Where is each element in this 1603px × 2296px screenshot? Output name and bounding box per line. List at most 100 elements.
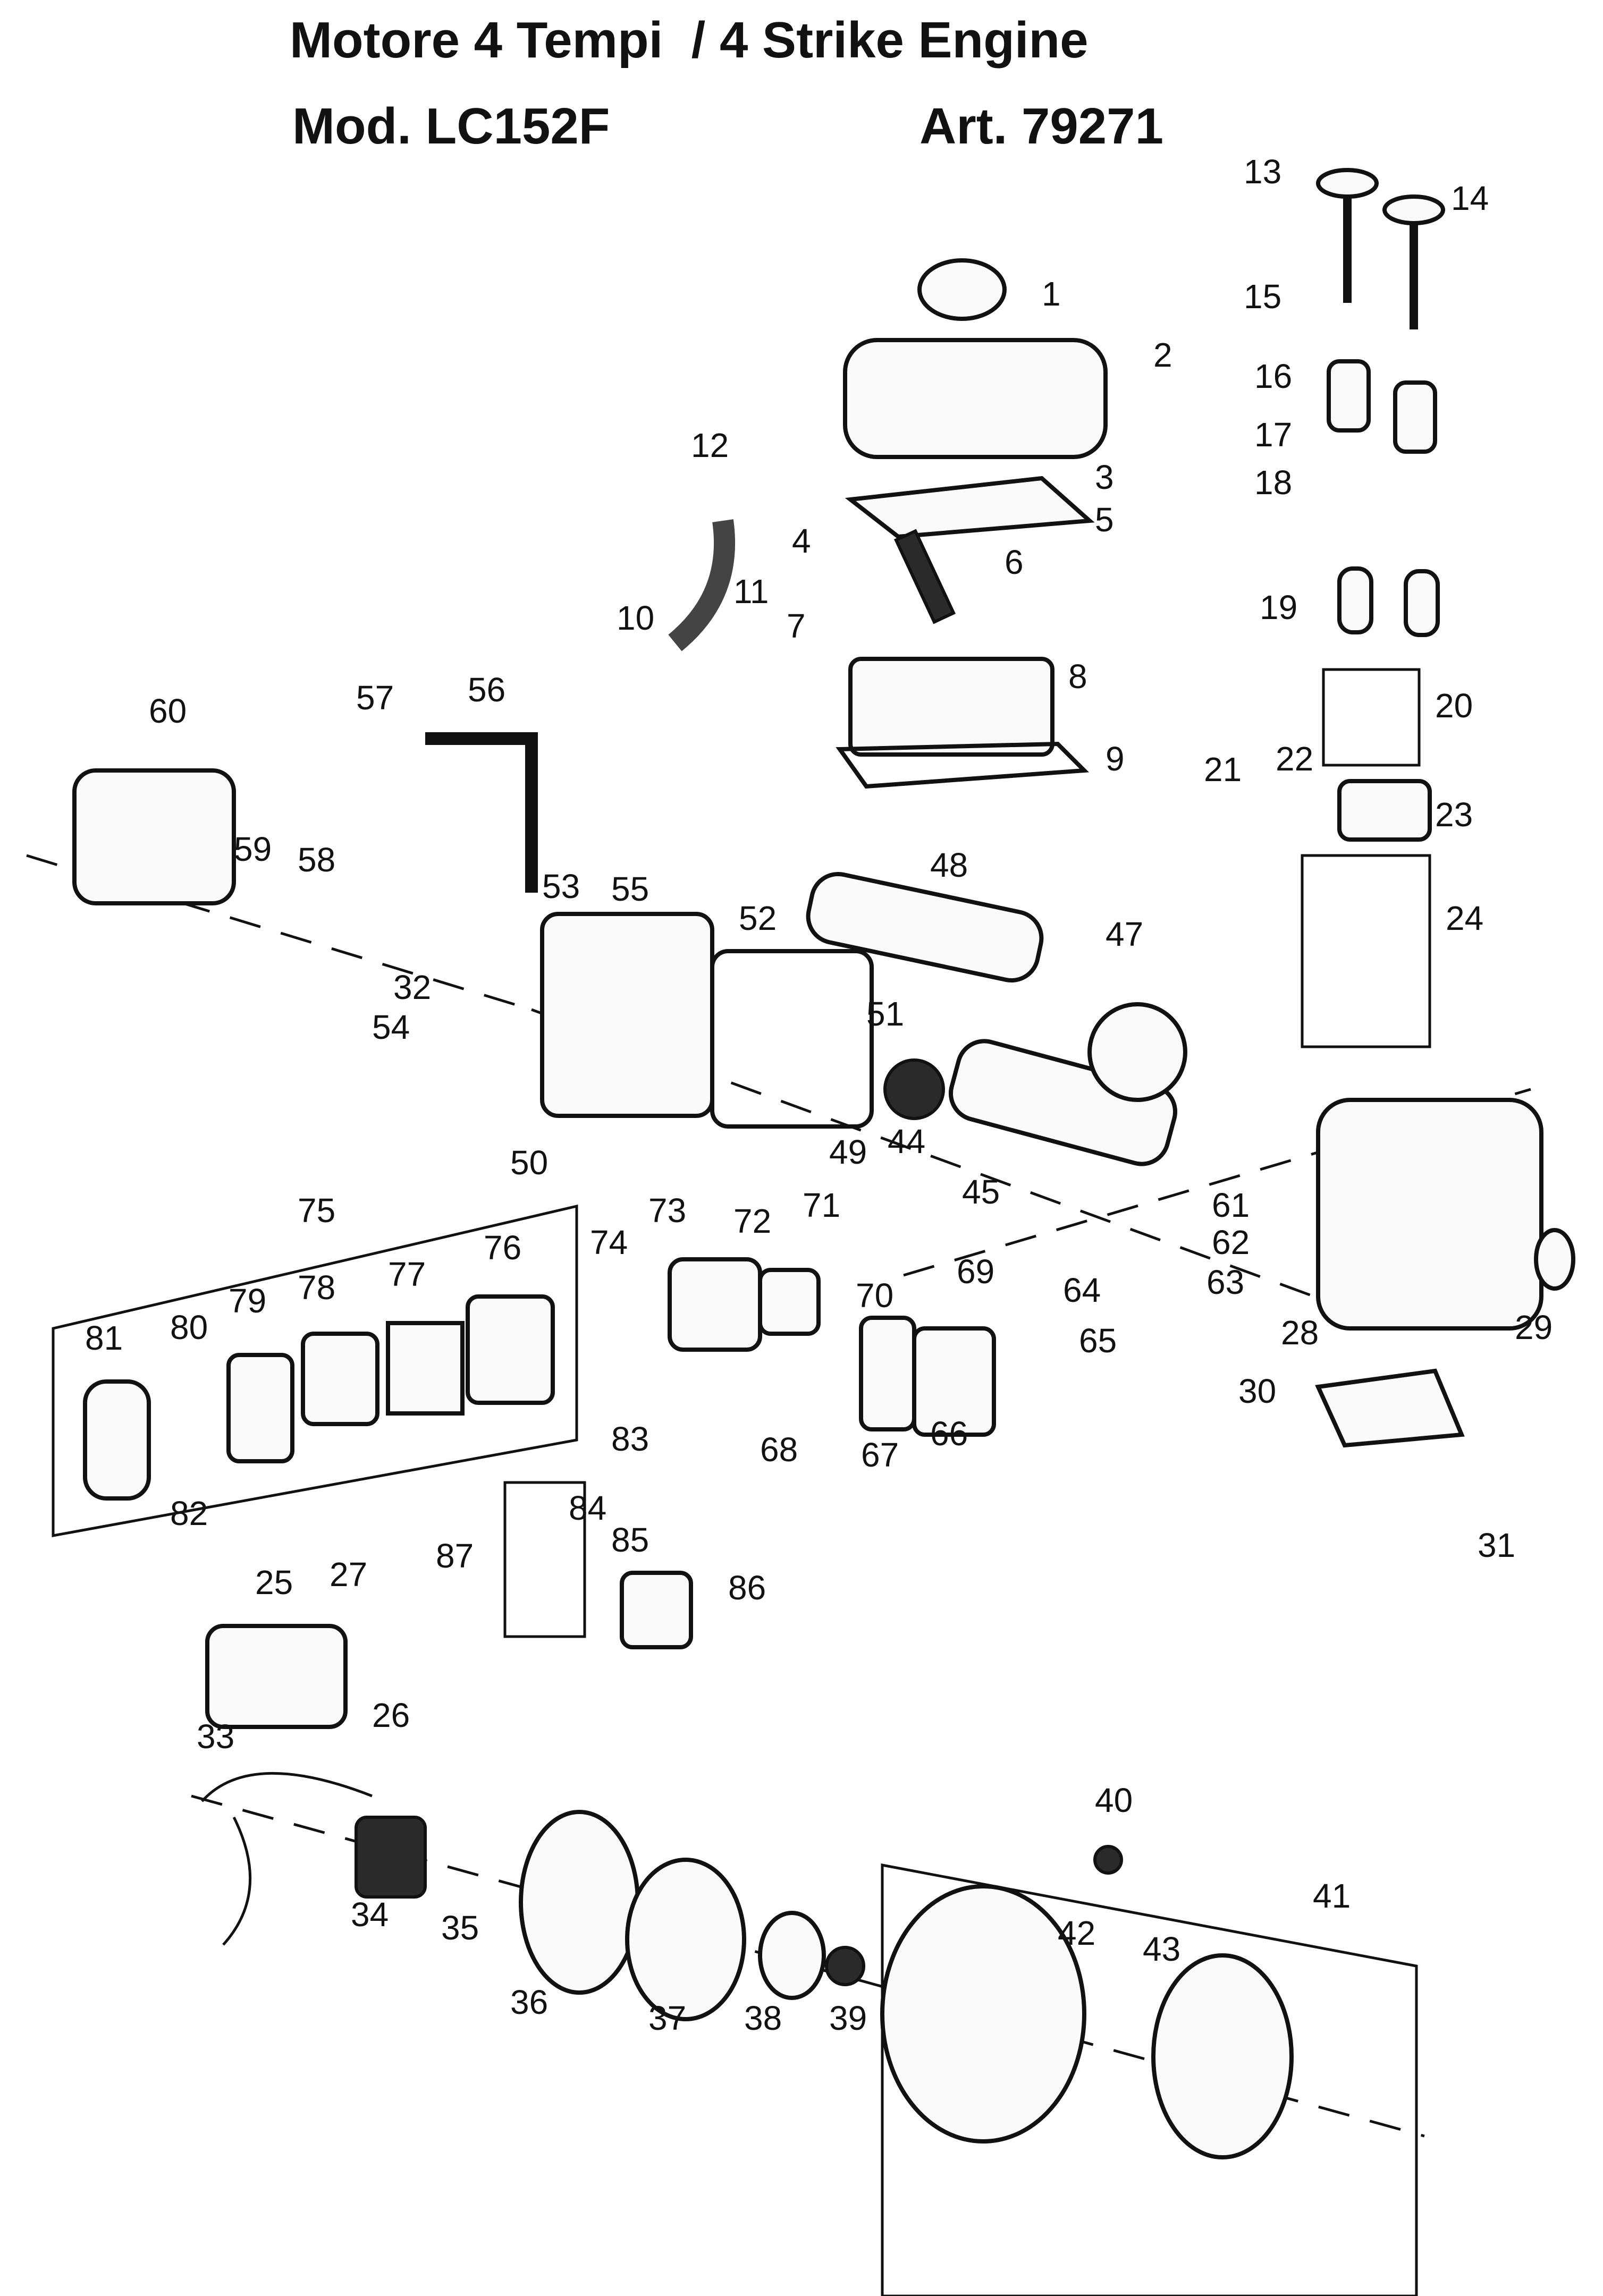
oil-seal: [1534, 1228, 1575, 1291]
tank-bracket: [845, 476, 1095, 539]
callout-56: 56: [468, 671, 505, 709]
callout-64: 64: [1063, 1271, 1101, 1309]
callout-53: 53: [542, 867, 580, 905]
callout-37: 37: [648, 1999, 686, 2037]
callout-75: 75: [298, 1191, 335, 1230]
callout-45: 45: [962, 1173, 1000, 1211]
callout-19: 19: [1260, 588, 1297, 626]
air-cleaner-cover: [72, 768, 236, 905]
callout-24: 24: [1446, 899, 1483, 937]
callout-52: 52: [739, 899, 777, 937]
callout-33: 33: [197, 1717, 234, 1756]
callout-41: 41: [1313, 1877, 1351, 1915]
callout-14: 14: [1451, 179, 1489, 217]
callout-42: 42: [1058, 1914, 1095, 1952]
callout-81: 81: [85, 1319, 123, 1357]
head-gasket: [836, 741, 1090, 789]
callout-26: 26: [372, 1696, 410, 1734]
callout-50: 50: [510, 1143, 548, 1182]
fuel-hose: [668, 519, 736, 651]
callout-58: 58: [298, 841, 335, 879]
spark-plug: [893, 529, 956, 624]
callout-22: 22: [1276, 740, 1313, 778]
connecting-rod-frame: [1301, 854, 1431, 1048]
ignition-coil: [355, 1816, 427, 1899]
callout-11: 11: [733, 572, 769, 611]
callout-12: 12: [691, 426, 729, 464]
callout-3: 3: [1095, 458, 1114, 496]
callout-16: 16: [1254, 357, 1292, 395]
stop-switch: [1093, 1845, 1123, 1875]
document-header: Motore 4 Tempi / 4 Strike Engine Mod. LC…: [0, 0, 1603, 159]
callout-17: 17: [1254, 416, 1292, 454]
valve-intake: [1316, 168, 1379, 303]
callout-44: 44: [888, 1122, 925, 1160]
callout-65: 65: [1079, 1321, 1117, 1360]
callout-30: 30: [1238, 1372, 1276, 1410]
callout-28: 28: [1281, 1314, 1319, 1352]
callout-66: 66: [930, 1414, 968, 1453]
camshaft: [806, 871, 1044, 983]
engine-block: [1316, 1098, 1543, 1331]
bearing: [883, 1058, 945, 1120]
callout-35: 35: [441, 1909, 479, 1947]
recoil-starter: [1151, 1953, 1294, 2159]
callout-57: 57: [356, 679, 394, 717]
callout-80: 80: [170, 1308, 208, 1346]
governor-arm: [620, 1571, 693, 1649]
callout-68: 68: [760, 1430, 798, 1469]
callout-34: 34: [351, 1895, 389, 1934]
callout-15: 15: [1244, 277, 1281, 316]
recoil-starter-group-frame: [881, 1863, 1418, 2296]
callout-13: 13: [1244, 152, 1281, 191]
callout-1: 1: [1042, 275, 1061, 313]
crankcase-gasket: [710, 949, 874, 1129]
callout-87: 87: [436, 1537, 474, 1575]
callout-71: 71: [803, 1186, 840, 1224]
callout-61: 61: [1212, 1186, 1250, 1224]
callout-76: 76: [484, 1229, 521, 1267]
wiring: [201, 1772, 373, 1946]
callout-54: 54: [372, 1008, 410, 1046]
model-number: Mod. LC152F: [292, 98, 610, 155]
callout-39: 39: [829, 1999, 867, 2037]
callout-43: 43: [1143, 1930, 1180, 1968]
callout-62: 62: [1212, 1223, 1250, 1261]
callout-38: 38: [744, 1999, 782, 2037]
callout-5: 5: [1095, 501, 1114, 539]
title: Motore 4 Tempi / 4 Strike Engine: [290, 12, 1089, 69]
article-number: Art. 79271: [919, 98, 1163, 155]
callout-23: 23: [1435, 795, 1473, 834]
governor-rod-frame: [503, 1481, 586, 1638]
piston: [1337, 779, 1432, 842]
callout-2: 2: [1153, 336, 1172, 374]
callout-70: 70: [856, 1276, 893, 1315]
callout-77: 77: [388, 1255, 426, 1293]
crankshaft: [948, 1039, 1178, 1166]
oil-sump: [1315, 1368, 1465, 1448]
callout-9: 9: [1106, 740, 1125, 778]
callout-59: 59: [234, 830, 272, 868]
callout-72: 72: [733, 1202, 771, 1240]
fuel-tank: [843, 338, 1108, 459]
recoil-housing: [880, 1884, 1086, 2144]
callout-4: 4: [792, 522, 811, 560]
callout-29: 29: [1515, 1308, 1553, 1346]
callout-67: 67: [861, 1436, 899, 1474]
callout-63: 63: [1207, 1263, 1244, 1301]
callout-36: 36: [510, 1983, 548, 2021]
callout-20: 20: [1435, 687, 1473, 725]
callout-40: 40: [1095, 1781, 1133, 1819]
callout-6: 6: [1005, 543, 1024, 581]
callout-85: 85: [611, 1521, 649, 1559]
fan-cover: [205, 1624, 348, 1729]
callout-21: 21: [1204, 750, 1242, 789]
callout-32: 32: [393, 968, 431, 1006]
callout-7: 7: [787, 607, 806, 645]
piston-ring-frame: [1322, 668, 1421, 767]
starter-cup: [825, 1946, 865, 1986]
filter-element: [386, 1321, 465, 1416]
callout-18: 18: [1254, 463, 1292, 502]
